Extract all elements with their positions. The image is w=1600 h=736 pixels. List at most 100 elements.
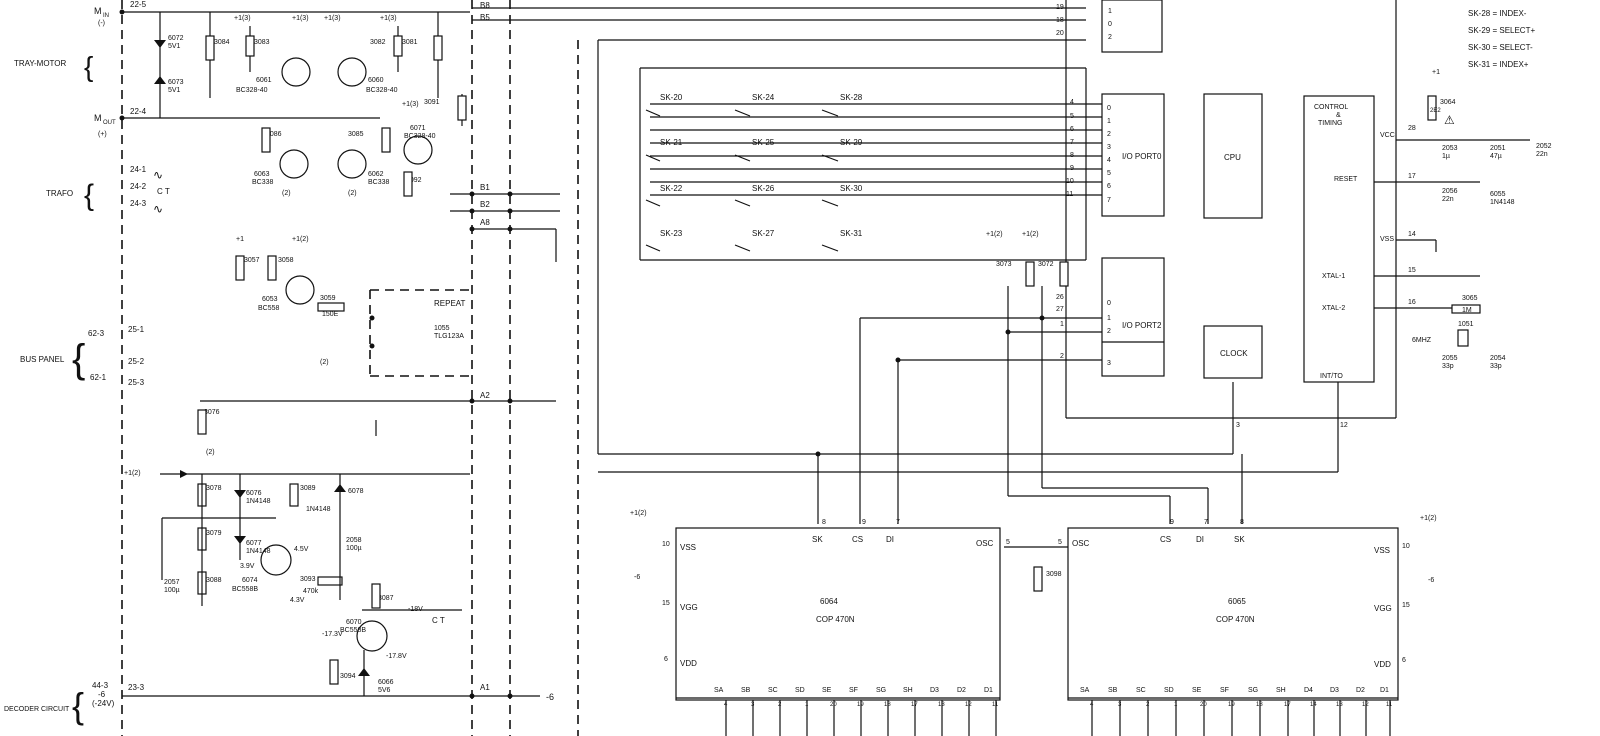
svg-text:M: M	[94, 6, 102, 16]
svg-text:2051: 2051	[1490, 145, 1506, 152]
svg-text:3088: 3088	[206, 577, 222, 584]
svg-text:24-1: 24-1	[130, 165, 147, 174]
key-label: SK-27	[752, 229, 775, 238]
key-label: SK-30	[840, 184, 863, 193]
svg-text:3064: 3064	[1440, 99, 1456, 106]
svg-text:4.5V: 4.5V	[294, 546, 309, 553]
svg-text:1N4148: 1N4148	[1490, 199, 1515, 206]
svg-text:3083: 3083	[254, 39, 270, 46]
svg-text:I/O PORT2: I/O PORT2	[1122, 321, 1162, 330]
pin-label: SC	[768, 687, 778, 694]
left-components: 6072 5V1 6073 5V1 3084 3083 3082 3081 60…	[164, 35, 466, 694]
svg-text:15: 15	[1402, 602, 1410, 609]
svg-text:+1(2): +1(2)	[124, 470, 141, 477]
svg-text:+1(2): +1(2)	[986, 231, 1003, 238]
svg-text:14: 14	[1408, 231, 1416, 238]
svg-text:3073: 3073	[996, 261, 1012, 268]
svg-text:6072: 6072	[168, 35, 184, 42]
svg-text:27: 27	[1056, 306, 1064, 313]
svg-text:3: 3	[1236, 422, 1240, 429]
pin-label: SF	[1220, 687, 1229, 694]
svg-text:470k: 470k	[303, 588, 319, 595]
svg-text:(2): (2)	[320, 359, 329, 366]
svg-text:1: 1	[1060, 321, 1064, 328]
svg-text:3079: 3079	[206, 530, 222, 537]
pin-label: SG	[1248, 687, 1258, 694]
sk-legend: SK-28 = INDEX- SK-29 = SELECT+ SK-30 = S…	[1468, 9, 1535, 69]
voltage-labels: +1(3) +1(3) +1(3) +1(3) +1(3) +1 +1(2) +…	[124, 15, 1440, 660]
svg-text:6060: 6060	[368, 77, 384, 84]
svg-text:25-3: 25-3	[128, 378, 145, 387]
svg-text:3: 3	[1107, 144, 1111, 151]
svg-text:5: 5	[1058, 539, 1062, 546]
svg-text:VDD: VDD	[1374, 660, 1391, 669]
svg-text:6MHZ: 6MHZ	[1412, 337, 1432, 344]
svg-text:BC328-40: BC328-40	[366, 87, 398, 94]
svg-text:10: 10	[662, 541, 670, 548]
left-symbols	[154, 12, 470, 696]
svg-text:3078: 3078	[206, 485, 222, 492]
pin-label: D2	[1356, 687, 1365, 694]
svg-text:TLG123A: TLG123A	[434, 333, 464, 340]
pin-label: SE	[1192, 687, 1202, 694]
svg-text:26: 26	[1056, 294, 1064, 301]
svg-text:(-24V): (-24V)	[92, 699, 115, 708]
svg-text:25-2: 25-2	[128, 357, 145, 366]
svg-text:3089: 3089	[300, 485, 316, 492]
svg-text:+1(3): +1(3)	[234, 15, 251, 22]
svg-text:47µ: 47µ	[1490, 153, 1502, 160]
svg-text:INT/TO: INT/TO	[1320, 373, 1343, 380]
pin-label: SD	[1164, 687, 1174, 694]
svg-text:5V1: 5V1	[168, 43, 181, 50]
pin-label: D1	[984, 687, 993, 694]
svg-text:1: 1	[1108, 8, 1112, 15]
svg-text:3.9V: 3.9V	[240, 563, 255, 570]
svg-text:24-2: 24-2	[130, 182, 147, 191]
svg-text:2: 2	[1060, 353, 1064, 360]
svg-text:+1(3): +1(3)	[402, 101, 419, 108]
svg-text:+1(3): +1(3)	[380, 15, 397, 22]
svg-text:150E: 150E	[322, 311, 339, 318]
svg-text:3081: 3081	[402, 39, 418, 46]
svg-text:62-3: 62-3	[88, 329, 105, 338]
svg-text:1N4148: 1N4148	[246, 498, 271, 505]
svg-text:0: 0	[1108, 21, 1112, 28]
svg-text:24-3: 24-3	[130, 199, 147, 208]
svg-text:&: &	[1336, 112, 1341, 119]
svg-text:1M: 1M	[1462, 307, 1472, 314]
svg-text:28: 28	[1408, 125, 1416, 132]
decoder-connector: DECODER CIRCUIT { 44-3 -6 (-24V) 23-3 -6	[4, 681, 554, 726]
pin-label: D3	[1330, 687, 1339, 694]
right-components: 3064 2E2 ⚠ 2053 1µ 2051 47µ 2052 22n 205…	[996, 95, 1552, 592]
svg-text:6: 6	[664, 656, 668, 663]
svg-text:SK-29 = SELECT+: SK-29 = SELECT+	[1468, 26, 1535, 35]
key-label: SK-26	[752, 184, 775, 193]
svg-text:6053: 6053	[262, 296, 278, 303]
svg-text:VSS: VSS	[1374, 546, 1390, 555]
svg-text:OUT: OUT	[103, 120, 116, 126]
svg-text:2055: 2055	[1442, 355, 1458, 362]
svg-text:12: 12	[1340, 422, 1348, 429]
svg-text:BC558B: BC558B	[232, 586, 258, 593]
svg-text:+1(2): +1(2)	[292, 236, 309, 243]
svg-text:SK-31 = INDEX+: SK-31 = INDEX+	[1468, 60, 1529, 69]
svg-text:5V6: 5V6	[378, 687, 391, 694]
svg-text:{: {	[84, 51, 93, 82]
svg-text:2: 2	[1107, 131, 1111, 138]
svg-text:REPEAT: REPEAT	[434, 299, 466, 308]
microcontroller: 19 18 20 1 0 2 I/O PORT0 4 5 6 7 8 9 10 …	[650, 0, 1530, 429]
svg-text:1N4148: 1N4148	[306, 506, 331, 513]
svg-text:15: 15	[1408, 267, 1416, 274]
svg-text:VDD: VDD	[680, 659, 697, 668]
svg-text:2: 2	[1108, 34, 1112, 41]
svg-text:2E2: 2E2	[1430, 108, 1441, 114]
svg-text:5V1: 5V1	[168, 87, 181, 94]
svg-text:DI: DI	[1196, 535, 1204, 544]
svg-text:1: 1	[1107, 118, 1111, 125]
svg-text:8: 8	[822, 519, 826, 526]
svg-text:+1(2): +1(2)	[1420, 515, 1437, 522]
svg-text:6070: 6070	[346, 619, 362, 626]
svg-text:3: 3	[1107, 360, 1111, 367]
svg-text:25-1: 25-1	[128, 325, 145, 334]
svg-text:{: {	[84, 179, 94, 212]
